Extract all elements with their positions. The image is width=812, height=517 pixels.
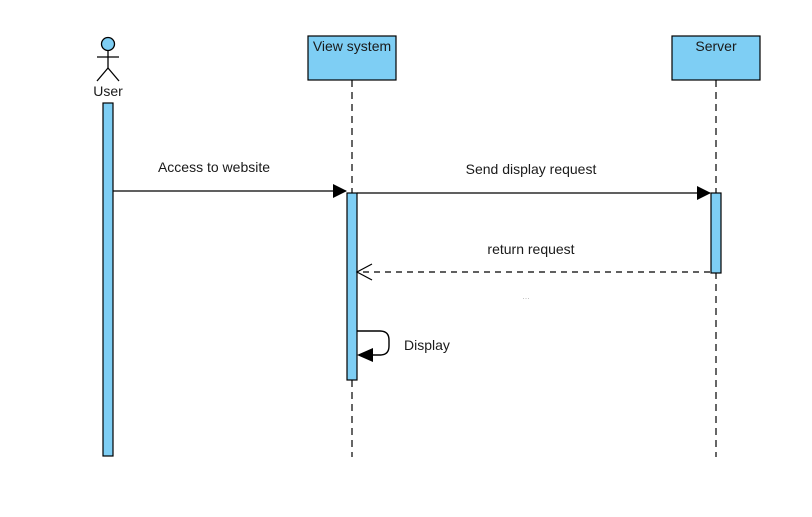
activation-bar-server <box>710 192 722 274</box>
message-label: Access to website <box>158 159 270 175</box>
participant-view-system: View system <box>307 35 397 81</box>
message-label: Send display request <box>466 161 597 177</box>
message-label: return request <box>487 241 574 257</box>
self-call-arrowhead <box>357 348 373 362</box>
message-display-self-call: Display <box>357 330 450 362</box>
participant-user: User <box>93 36 123 99</box>
actor-icon <box>96 36 120 82</box>
open-arrowhead <box>355 263 373 281</box>
message-access-to-website: Access to website <box>113 159 347 198</box>
actor-head <box>100 36 116 52</box>
message-send-display-request: Send display request <box>357 161 711 200</box>
message-return-request: return request <box>355 241 710 281</box>
participant-label-view-system: View system <box>313 38 391 54</box>
stray-mark: ... <box>522 291 530 301</box>
activation-bar-view-system <box>346 192 358 381</box>
message-label: Display <box>404 337 450 353</box>
activation-bar-user <box>102 102 114 457</box>
participant-label-server: Server <box>695 38 737 54</box>
participant-label-user: User <box>93 83 123 99</box>
participant-box-view-system <box>307 35 397 81</box>
participant-server: Server <box>671 35 761 81</box>
self-call-loop <box>357 330 390 356</box>
